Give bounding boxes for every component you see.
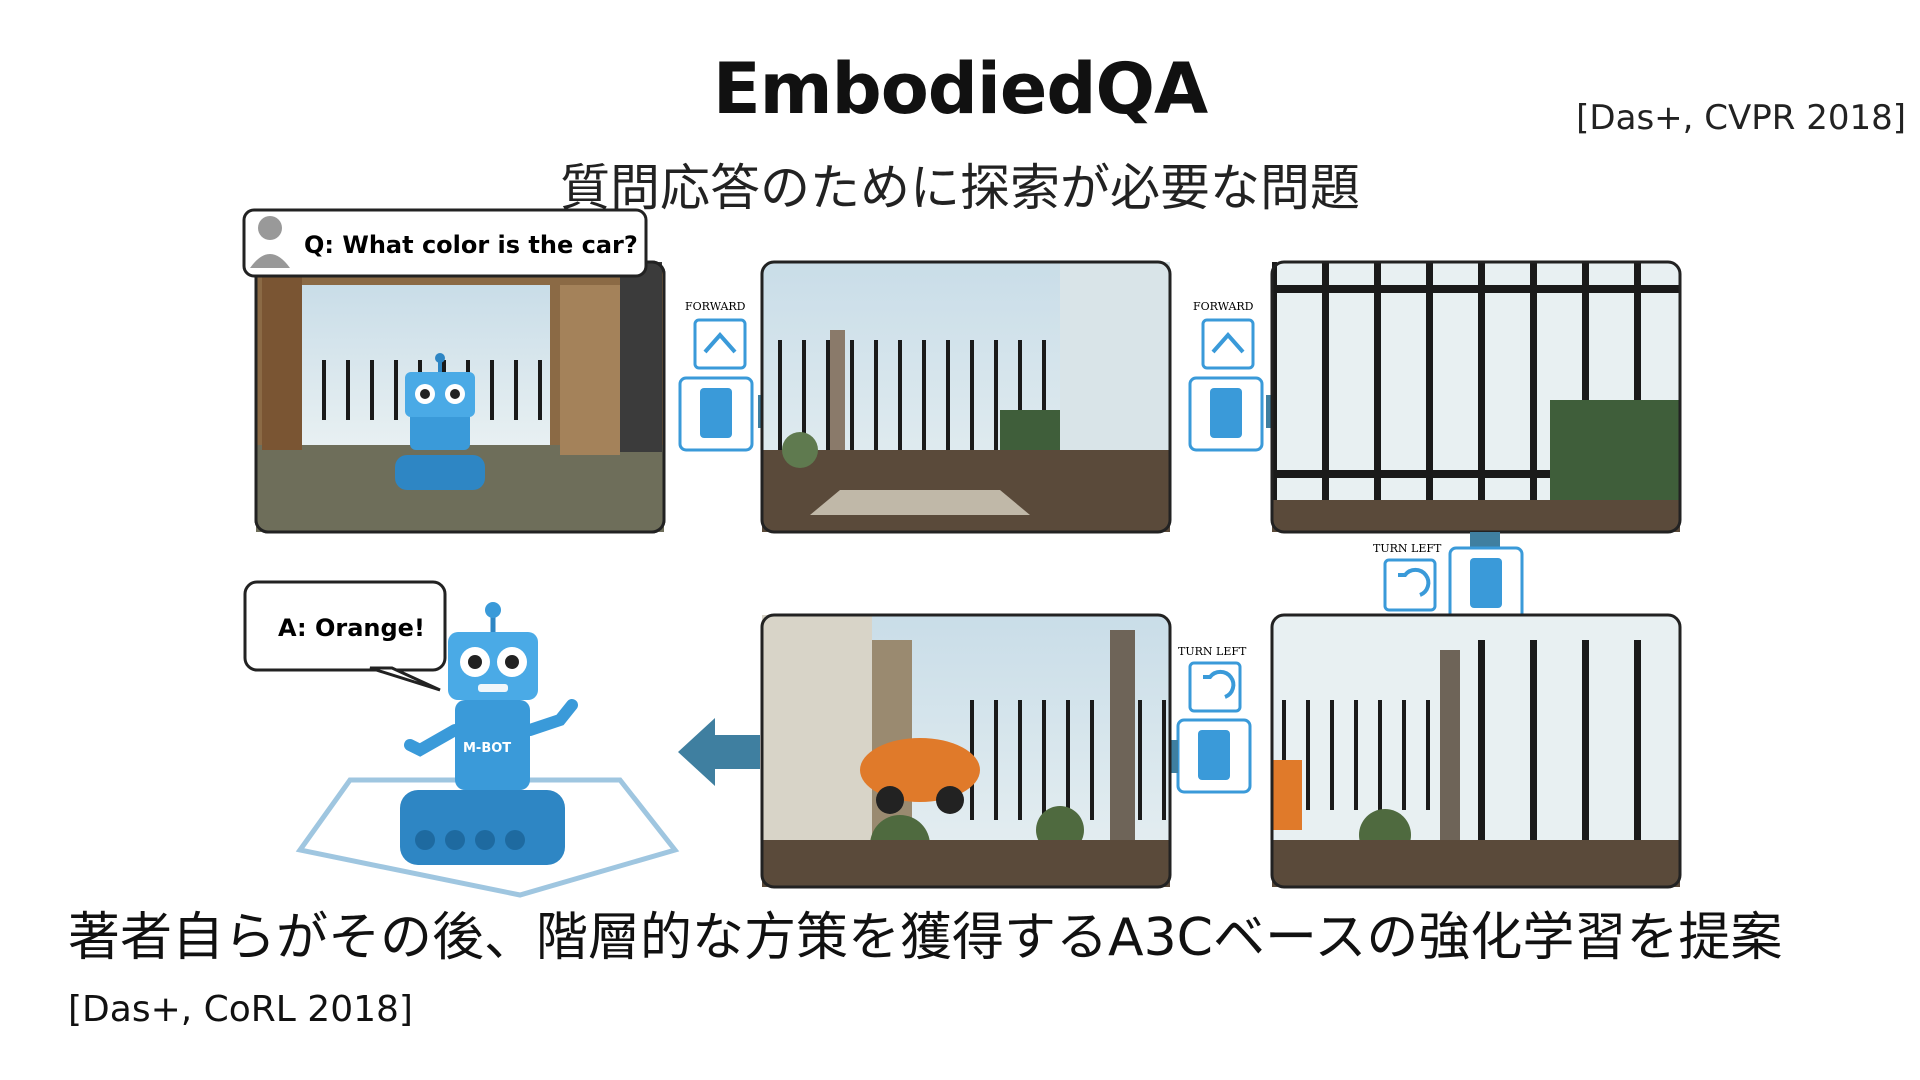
turn-left-icon	[1203, 669, 1236, 699]
turn-left-icon	[1398, 567, 1431, 597]
answer-bubble: A: Orange!	[243, 580, 447, 692]
chevron-up-icon	[703, 331, 737, 354]
robot-icon	[1470, 558, 1502, 608]
robot-small-scene-1	[395, 353, 485, 490]
scene-5-car-view	[760, 613, 1172, 889]
citation-corl: [Das+, CoRL 2018]	[68, 989, 413, 1030]
question-text: Q: What color is the car?	[304, 231, 638, 259]
robot-label: M-BOT	[463, 741, 511, 756]
action-label: FORWARD	[685, 300, 746, 313]
robot-icon	[1210, 388, 1242, 438]
footer-text: 著者自らがその後、階層的な方策を獲得するA3Cベースの強化学習を提案	[68, 908, 1783, 968]
scene-4-fence-car	[1270, 613, 1682, 889]
slide-footer: 著者自らがその後、階層的な方策を獲得するA3Cベースの強化学習を提案 [Das+…	[68, 905, 1868, 1043]
orange-car	[860, 738, 980, 802]
arrow-left-icon	[678, 718, 760, 786]
action-label: TURN LEFT	[1178, 645, 1247, 658]
robot-answer: M-BOT	[295, 602, 680, 898]
answer-text: A: Orange!	[278, 614, 425, 642]
action-label: FORWARD	[1193, 300, 1254, 313]
chevron-up-icon	[1211, 331, 1245, 354]
question-bubble: Q: What color is the car?	[242, 208, 648, 278]
slide-subtitle: 質問応答のために探索が必要な問題	[560, 159, 1360, 217]
slide-title: EmbodiedQA	[712, 48, 1208, 130]
robot-icon	[700, 388, 732, 438]
action-turn-left-2: TURN LEFT	[1138, 645, 1252, 794]
citation-cvpr: [Das+, CVPR 2018]	[1576, 98, 1906, 138]
robot-icon	[1198, 730, 1230, 780]
scene-2-gate	[760, 260, 1172, 534]
action-label: TURN LEFT	[1373, 542, 1442, 555]
scene-3-fence-close	[1270, 260, 1682, 534]
